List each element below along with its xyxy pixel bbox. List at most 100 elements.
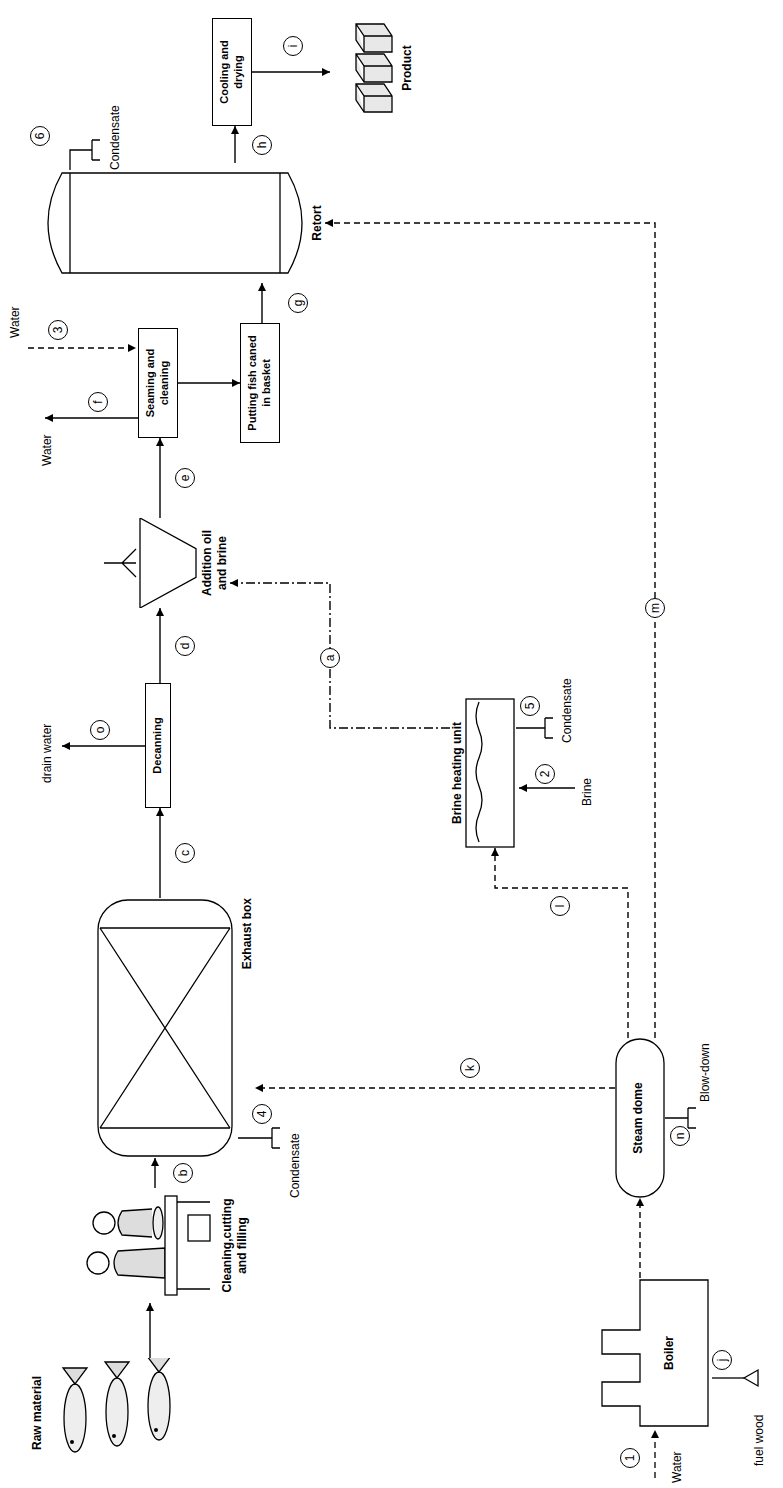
node-label: Addition oil and brine — [200, 518, 230, 608]
blowdown-bracket — [665, 1108, 696, 1128]
node-label: Boiler — [662, 1278, 677, 1428]
retort-vessel — [48, 173, 302, 273]
flow-connector — [154, 1158, 155, 1188]
callout-letter: m — [645, 598, 665, 618]
process-figure: Raw material — [30, 1358, 185, 1468]
work-table — [165, 1196, 177, 1295]
process-box: Cooling and drying — [212, 18, 252, 126]
flow-connector — [230, 583, 450, 728]
node-label: Cooling and drying — [218, 25, 246, 119]
stream-label: drain water — [40, 724, 54, 783]
flow-connector — [255, 1087, 615, 1088]
callout-letter: j — [712, 1350, 732, 1370]
product-figure — [330, 18, 400, 118]
clean-figure — [70, 1188, 220, 1303]
callout-letter: d — [175, 636, 195, 656]
stream-label: fuel wood — [752, 1415, 766, 1466]
condensate-bracket — [516, 718, 553, 738]
fish-tail — [63, 1368, 87, 1384]
stream-label: Water — [40, 434, 54, 466]
figure-area: Steam dome — [615, 1038, 665, 1198]
flow-connector — [159, 438, 160, 518]
callout-letter: e — [175, 468, 195, 488]
product-box — [356, 24, 392, 52]
callout-letter: k — [460, 1058, 480, 1078]
boiler-body — [602, 1280, 708, 1426]
callout-letter: i — [283, 36, 303, 56]
process-figure: Boiler — [600, 1278, 710, 1428]
callout-letter: g — [288, 293, 308, 313]
process-box: Seaming and cleaning — [138, 328, 178, 438]
node-label: Decanning — [151, 690, 165, 801]
product-box — [356, 84, 392, 112]
flow-connector — [234, 126, 235, 163]
fish-body — [106, 1378, 128, 1446]
flow-connector — [149, 1303, 150, 1358]
stream-label: Condensate — [108, 105, 122, 170]
worker-body — [118, 1209, 152, 1237]
flow-connector — [639, 1198, 640, 1278]
figure-area — [465, 698, 515, 848]
condensate-bracket — [70, 140, 100, 170]
brine-tank — [466, 699, 514, 847]
hopper — [140, 518, 196, 608]
callout-letter: a — [320, 648, 340, 668]
worker-head — [93, 1212, 115, 1234]
node-label: Cleaning,cutting and filling — [220, 1188, 250, 1303]
brine-level — [476, 702, 482, 842]
flow-connector — [495, 848, 628, 1038]
process-figure: Retort — [40, 163, 325, 283]
process-figure: Brine heating unit — [450, 698, 515, 848]
water-out-arrow — [45, 417, 138, 418]
callout-letter: o — [90, 720, 110, 740]
stream-label: Water — [670, 1451, 684, 1483]
steam-dome — [616, 1039, 664, 1197]
fish-eye — [70, 1440, 74, 1444]
flow-connector — [159, 808, 160, 898]
figure-area: Boiler — [600, 1278, 710, 1428]
hopper-figure — [100, 518, 200, 608]
retort-bands — [70, 173, 280, 273]
figure-area — [45, 1358, 185, 1468]
water-inlet — [654, 1430, 655, 1478]
callout-letter: 5 — [520, 696, 540, 716]
callout-letter: 4 — [252, 1104, 272, 1124]
node-label: Product — [400, 18, 415, 118]
stream-label: Condensate — [288, 1133, 302, 1198]
water-in-arrow — [28, 347, 136, 348]
exhaust-shell — [98, 900, 232, 1156]
fish-figure — [45, 1358, 185, 1468]
bucket — [188, 1215, 210, 1241]
fish-eye — [154, 1428, 158, 1432]
figure-area — [40, 163, 310, 283]
flow-connector — [178, 382, 240, 383]
callout-letter: 6 — [30, 126, 50, 146]
worker-body — [114, 1248, 165, 1278]
callout-letter: l — [550, 896, 570, 916]
callout-letter: b — [173, 1163, 193, 1183]
fish-body — [64, 1384, 86, 1452]
flow-connector — [252, 71, 330, 72]
process-figure: Exhaust box — [90, 898, 255, 1158]
retort-figure — [40, 163, 310, 283]
node-label: Raw material — [30, 1358, 45, 1468]
spray-nozzle — [104, 549, 136, 577]
fish-on-table — [153, 1207, 163, 1239]
tank-figure — [465, 698, 515, 848]
exhaust-cross — [100, 928, 230, 1128]
figure-area — [90, 898, 240, 1158]
process-box: Decanning — [145, 683, 171, 808]
node-label: Seaming and cleaning — [144, 335, 172, 431]
callout-letter: n — [670, 1126, 690, 1146]
node-label: Retort — [310, 163, 325, 283]
stream-label: Brine — [580, 778, 594, 806]
figure-area — [330, 18, 400, 118]
callout-letter: 3 — [48, 320, 68, 340]
stream-label: Blow-down — [698, 1043, 712, 1102]
node-label: Brine heating unit — [450, 698, 465, 848]
product-box — [356, 54, 392, 82]
condensate-bracket — [238, 1128, 280, 1148]
callout-letter: 1 — [620, 1448, 640, 1468]
process-figure: Addition oil and brine — [100, 518, 230, 608]
process-box: Putting fish caned in basket — [240, 323, 280, 443]
